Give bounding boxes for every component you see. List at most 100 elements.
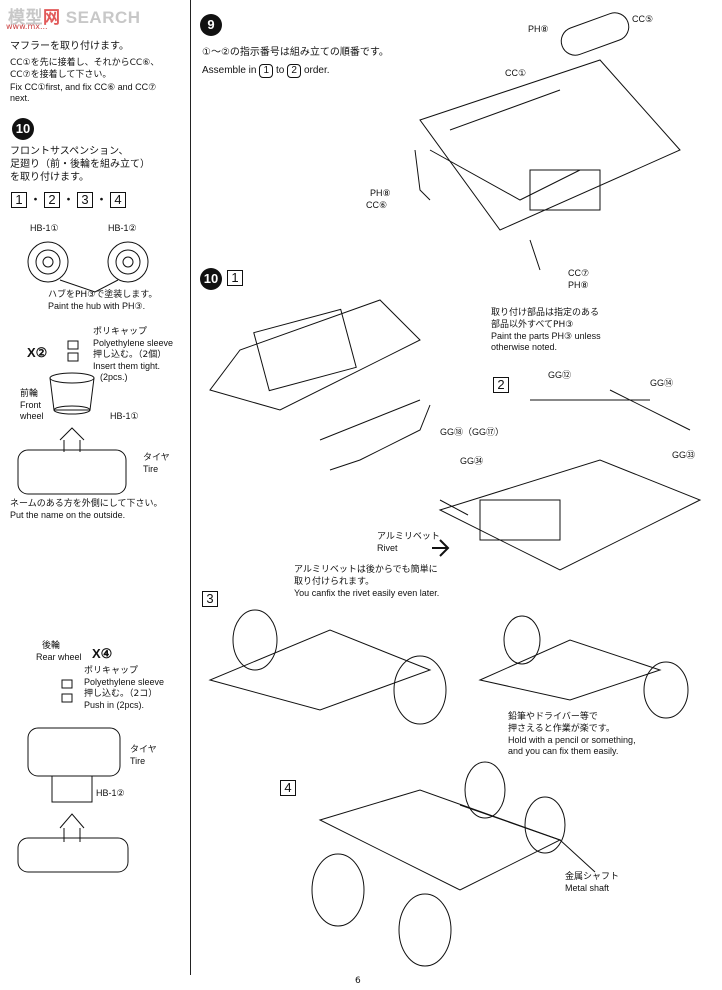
hb1-2-label: HB-1②	[108, 223, 137, 233]
watermark-lead: 模型	[8, 8, 43, 27]
pencil-jp-1: 鉛筆やドライバー等で	[508, 712, 598, 722]
step-10-4-axle-drawing	[311, 761, 596, 967]
hub-1-drawing	[27, 241, 69, 283]
muffler-note-jp-2: CC⑦を接着して下さい。	[10, 70, 112, 80]
substep-box-4: 4	[280, 780, 296, 796]
rear-count: X④	[92, 646, 113, 661]
poly-en-3: (2pcs.)	[100, 372, 128, 382]
hub-2-drawing	[107, 241, 149, 283]
step-10-jp-2: 足廻り（前・後輪を組み立て）	[10, 159, 150, 170]
front-insert-arrow	[59, 427, 85, 452]
rear-poly-en-2: Push in (2pcs).	[84, 700, 145, 710]
step-9-en-b: to	[276, 65, 285, 76]
rear-wheel-en: Rear wheel	[36, 652, 82, 662]
rivet-note-jp-1: アルミリベットは後からでも簡単に	[294, 565, 438, 575]
rear-wheel-jp: 後輪	[42, 641, 61, 651]
rear-spare-tire-drawing	[17, 837, 129, 873]
rear-tire-drawing	[27, 727, 121, 777]
hb1-rear-label: HB-1②	[96, 788, 125, 798]
step-9-en-c: order.	[303, 65, 330, 76]
label-cc6: CC⑥	[366, 200, 388, 210]
pencil-en-1: Hold with a pencil or something,	[508, 735, 636, 745]
watermark-tail: SEARCH	[65, 8, 141, 27]
page-number: 6	[355, 976, 361, 986]
substep-box-2: 2	[493, 377, 509, 393]
parts-jp-2: 部品以外すべてPH③	[491, 320, 574, 330]
shaft-jp: 金属シャフト	[565, 872, 620, 882]
seq-box-2: 2	[44, 192, 61, 208]
poly-jp-1: ポリキャップ	[93, 327, 148, 337]
parts-en-2: otherwise noted.	[491, 342, 558, 352]
label-ph8-top: PH⑧	[528, 24, 549, 34]
rear-tire-en: Tire	[130, 756, 146, 766]
label-cc7: CC⑦	[568, 268, 590, 278]
label-gg14: GG⑭	[650, 378, 674, 388]
label-gg12: GG⑫	[548, 370, 572, 380]
poly-cap-1	[67, 340, 79, 350]
hub-paint-en: Paint the hub with PH③.	[48, 301, 146, 311]
front-tire-drawing	[17, 449, 127, 495]
poly-cap-2	[67, 352, 79, 362]
poly-en-2: Insert them tight.	[93, 361, 161, 371]
step-sequence: 1・2・3・4	[10, 189, 127, 208]
step-10-1-engine-drawing	[209, 299, 431, 471]
muffler-note-en-2: next.	[10, 93, 30, 103]
muffler-instruction-jp: マフラーを取り付けます。	[10, 41, 129, 52]
column-divider	[190, 0, 191, 975]
tire-jp: タイヤ	[143, 453, 170, 463]
label-gg34: GG㉞	[460, 456, 484, 466]
rear-insert-arrow	[59, 813, 85, 842]
step-10-badge: 10	[12, 118, 34, 140]
front-wheel-drawing	[49, 372, 95, 415]
label-cc5: CC⑤	[632, 14, 654, 24]
pencil-en-2: and you can fix them easily.	[508, 746, 619, 756]
rivet-en: Rivet	[377, 543, 398, 553]
rear-poly-cap-2	[61, 693, 73, 703]
seq-box-4: 4	[110, 192, 127, 208]
front-count: X②	[27, 345, 48, 360]
poly-en-1: Polyethylene sleeve	[93, 338, 174, 348]
hb1-1-label: HB-1①	[30, 223, 59, 233]
step-10-2-frame-drawing	[432, 389, 702, 571]
step-9-badge: 9	[200, 14, 222, 36]
seq-box-1: 1	[11, 192, 27, 208]
parts-jp-1: 取り付け部品は指定のある	[491, 308, 600, 318]
rivet-jp: アルミリベット	[377, 532, 440, 542]
rivet-note-en: You canfix the rivet easily even later.	[294, 588, 440, 598]
step-9-en-a: Assemble in	[202, 65, 257, 76]
order-1-mark: 1	[259, 64, 274, 78]
label-gg18: GG⑱（GG⑰）	[440, 427, 505, 437]
label-ph8-left: PH⑧	[370, 188, 391, 198]
front-wheel-en-1: Front	[20, 400, 42, 410]
hb1-front-label: HB-1①	[110, 411, 139, 421]
rear-hub-drawing	[51, 775, 93, 803]
shaft-en: Metal shaft	[565, 883, 610, 893]
rivet-note-jp-2: 取り付けられます。	[294, 577, 375, 587]
rear-tire-jp: タイヤ	[130, 745, 157, 755]
watermark-url: www.mx...	[6, 22, 48, 31]
seq-box-3: 3	[77, 192, 94, 208]
step-10-3-wheel-drawing	[208, 609, 689, 725]
step-9-chassis-drawing	[414, 12, 681, 271]
step-10-jp-3: を取り付けます。	[10, 172, 89, 183]
tire-en: Tire	[143, 464, 159, 474]
muffler-note-en-1: Fix CC①first, and fix CC⑥ and CC⑦	[10, 82, 157, 92]
rear-poly-en-1: Polyethylene sleeve	[84, 677, 165, 687]
step-10-jp-1: フロントサスペンション、	[10, 146, 129, 157]
step-9-en: Assemble in 1 to 2 order.	[202, 64, 330, 78]
watermark-mark: 网	[43, 8, 61, 27]
label-ph8-bottom: PH⑧	[568, 280, 589, 290]
label-gg33: GG㉝	[672, 450, 696, 460]
hub-leader	[59, 279, 119, 293]
step-9-jp: ①～②の指示番号は組み立ての順番です。	[202, 47, 389, 58]
name-outside-en: Put the name on the outside.	[10, 510, 126, 520]
name-outside-jp: ネームのある方を外側にして下さい。	[10, 499, 163, 509]
muffler-note-jp-1: CC①を先に接着し、それからCC⑥、	[10, 58, 160, 68]
label-cc1: CC①	[505, 68, 527, 78]
poly-jp-2: 押し込む。（2個）	[93, 350, 167, 360]
substep-box-1: 1	[227, 270, 243, 286]
hub-paint-jp: ハブをPH③で塗装します。	[48, 290, 158, 300]
order-2-mark: 2	[287, 64, 302, 78]
rear-poly-jp-1: ポリキャップ	[84, 666, 139, 676]
